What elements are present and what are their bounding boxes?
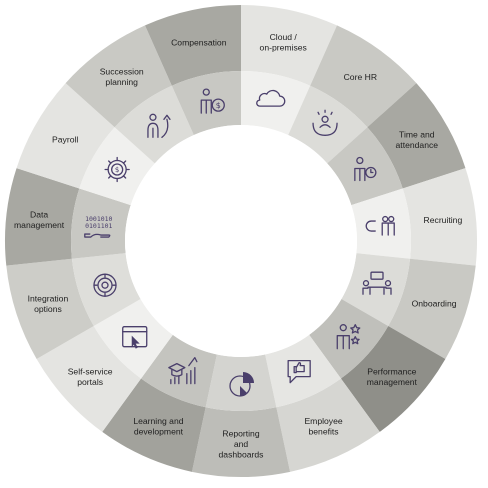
segment-integration-outer [6,258,94,359]
meeting-icon [362,271,392,295]
center-hole [125,125,357,357]
browser-cursor-icon [122,326,148,349]
dollar-gear-icon: $ [104,156,130,183]
segment-onboarding-inner [341,253,411,326]
segment-succession-outer [65,25,172,128]
person-stars-icon [336,324,361,350]
segment-core-hr-inner [288,85,368,164]
segment-label-cloud: Cloud /on-premises [260,32,307,53]
pie-chart-icon [229,372,254,397]
segment-payroll-inner [79,127,155,206]
segment-recruiting-inner [351,188,412,259]
segment-data-inner [70,188,131,259]
person-growth-icon [147,113,171,138]
hands-person-icon [312,109,338,136]
segment-performance-outer [340,326,446,432]
svg-text:1001010: 1001010 [85,215,112,223]
segment-label-compensation: Compensation [171,37,227,47]
segment-reporting-inner [205,354,277,412]
segment-compensation-outer [145,5,241,86]
target-dial-icon [93,273,117,297]
segment-self-service-outer [36,326,142,432]
segment-label-onboarding: Onboarding [412,299,457,309]
person-coin-icon: $ [200,88,225,114]
segment-label-payroll: Payroll [52,135,78,145]
person-clock-icon [354,156,377,182]
segment-time-inner [327,127,403,206]
segment-label-core-hr: Core HR [344,72,377,82]
segment-time-outer [367,83,466,189]
cloud-icon [256,89,286,107]
segment-label-recruiting: Recruiting [424,215,463,225]
segment-integration-inner [71,253,141,326]
segment-learning-outer [102,378,206,472]
graduation-growth-icon [168,356,198,385]
magnet-people-icon [365,215,395,236]
segment-reporting-outer [191,407,291,478]
segment-cloud-outer [241,5,337,86]
segment-payroll-outer [16,83,115,189]
segment-data-outer [4,168,80,266]
svg-text:$: $ [115,166,119,174]
svg-text:$: $ [216,101,221,110]
segment-core-hr-outer [310,25,417,128]
segment-cloud-inner [241,71,311,136]
segment-recruiting-outer [402,168,477,266]
segment-onboarding-outer [388,258,476,359]
segment-succession-inner [114,85,194,164]
segment-benefits-outer [276,378,380,472]
thumbs-up-bubble-icon [287,359,311,384]
svg-text:0101101: 0101101 [85,222,112,230]
